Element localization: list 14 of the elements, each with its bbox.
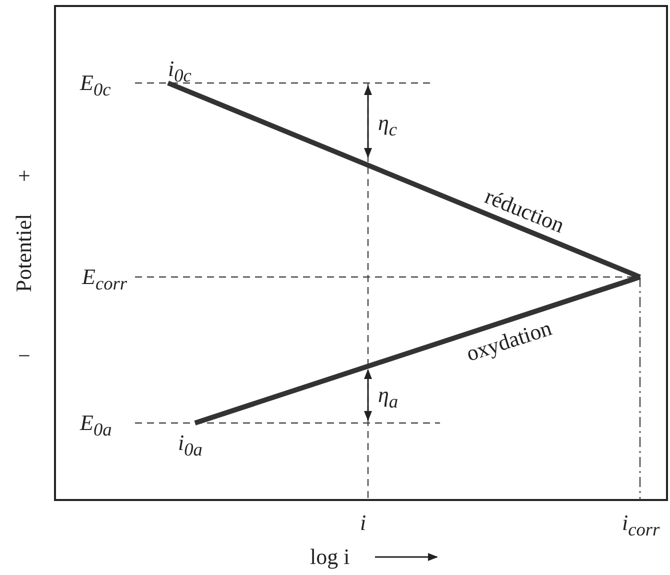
tick-label: E$_{0a}$ xyxy=(80,412,112,439)
tick-label: i xyxy=(360,512,366,534)
tick-label: i$_{corr}$ xyxy=(622,512,660,539)
overpotential-label: η$_{c}$ xyxy=(378,112,398,139)
line-label: i$_{0c}$ xyxy=(168,58,192,85)
line-label: i$_{0a}$ xyxy=(178,432,202,459)
sign-label: + xyxy=(18,165,30,187)
tick-label: E$_{corr}$ xyxy=(82,266,128,293)
axis-title: log i xyxy=(310,546,350,568)
tick-label: E$_{0c}$ xyxy=(80,72,111,99)
overpotential-label: η$_{a}$ xyxy=(378,384,398,411)
axis-title: Potentiel xyxy=(13,214,36,292)
line-label: oxydation xyxy=(464,316,554,366)
sign-label: − xyxy=(18,345,30,367)
